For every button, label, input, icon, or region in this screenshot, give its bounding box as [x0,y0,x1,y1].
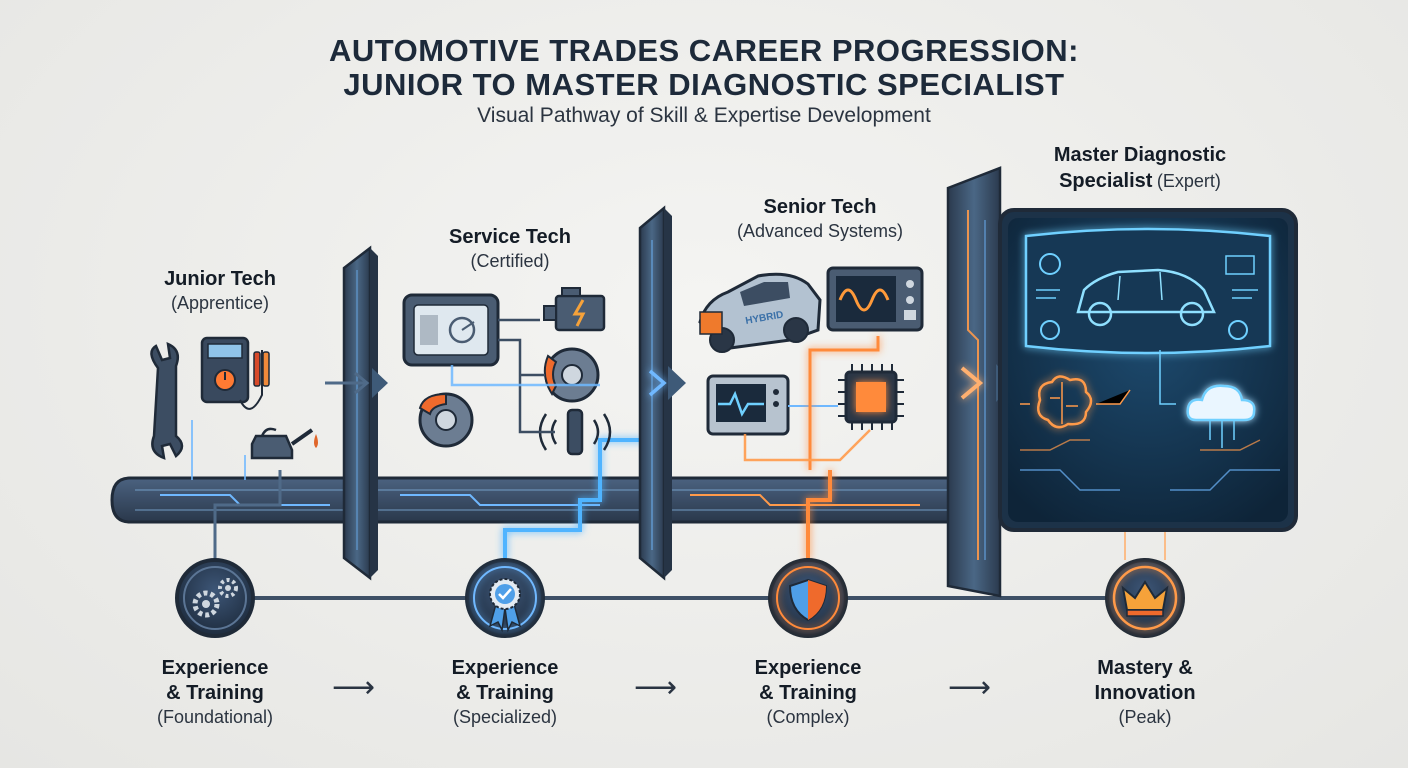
stage-name: Junior Tech [164,268,276,290]
ai-brain-icon [1020,375,1131,429]
oscilloscope-icon [826,266,924,332]
milestone-arrow-icon: ⟶ [948,670,992,705]
stage-label-junior: Junior Tech (Apprentice) [140,268,300,314]
milestone-line2: & Training [759,682,857,704]
master-console-screen [998,208,1298,532]
milestone-sub: (Foundational) [156,707,274,727]
milestone-medal-4 [1105,558,1185,638]
diagnostic-car-wireframe-icon [1076,268,1216,327]
wrench-icon [150,341,184,460]
multimeter-icon [200,336,270,410]
crown-icon [1121,580,1169,617]
engine-icon [543,287,606,332]
hybrid-car-icon: HYBRID [698,272,822,353]
stage-level: (Apprentice) [170,293,270,313]
shield-icon [788,578,828,622]
stage-label-service: Service Tech (Certified) [420,226,600,272]
stage-name-line1: Master Diagnostic [1053,144,1227,166]
stage-arrow-2 [622,366,686,400]
page-title-line1: AUTOMOTIVE TRADES CAREER PROGRESSION: [329,33,1079,68]
milestone-line2: & Training [166,682,264,704]
milestone-sub: (Peak) [1118,707,1172,727]
stage-divider-2 [638,205,672,581]
stage-level: (Certified) [470,251,550,271]
brake-caliper-icon [418,392,474,448]
microchip-icon [838,364,904,430]
milestone-arrow-icon: ⟶ [332,670,376,705]
stage-arrow-1 [325,368,388,398]
stage-name-line2: Specialist [1059,170,1153,192]
milestone-arrow-icon: ⟶ [634,670,678,705]
milestone-line1: Mastery & [1097,657,1193,679]
milestone-line1: Experience [754,657,862,679]
diagnostic-scanner-icon [402,293,500,367]
stage-level: (Advanced Systems) [736,221,904,241]
stage-level: (Expert) [1156,171,1221,191]
milestone-line1: Experience [451,657,559,679]
stage-label-senior: Senior Tech (Advanced Systems) [700,196,940,242]
gears-icon [192,578,238,618]
milestone-sub: (Complex) [766,707,850,727]
stage-label-master: Master Diagnostic Specialist (Expert) [1020,144,1260,192]
milestone-medal-3 [768,558,848,638]
milestone-label-2: Experience & Training (Specialized) [410,656,600,728]
milestone-label-4: Mastery & Innovation (Peak) [1050,656,1240,728]
milestone-sub: (Specialized) [452,707,558,727]
award-badge-icon [488,578,522,633]
oil-can-icon [250,427,318,460]
milestone-line2: & Training [456,682,554,704]
stage-divider-1 [342,245,378,581]
milestone-label-3: Experience & Training (Complex) [713,656,903,728]
stage-name: Service Tech [449,226,571,248]
stage-name: Senior Tech [763,196,877,218]
milestone-label-1: Experience & Training (Foundational) [120,656,310,728]
brake-disc-icon [543,347,600,403]
ecg-monitor-icon [706,374,790,436]
milestone-line1: Experience [161,657,269,679]
circuit-rail [110,476,1012,524]
page-title-line2: JUNIOR TO MASTER DIAGNOSTIC SPECIALIST [343,67,1065,102]
milestone-medal-1 [175,558,255,638]
page-subtitle: Visual Pathway of Skill & Expertise Deve… [477,104,931,127]
milestone-medal-2 [465,558,545,638]
milestone-line2: Innovation [1094,682,1196,704]
cloud-network-icon [1159,350,1256,448]
